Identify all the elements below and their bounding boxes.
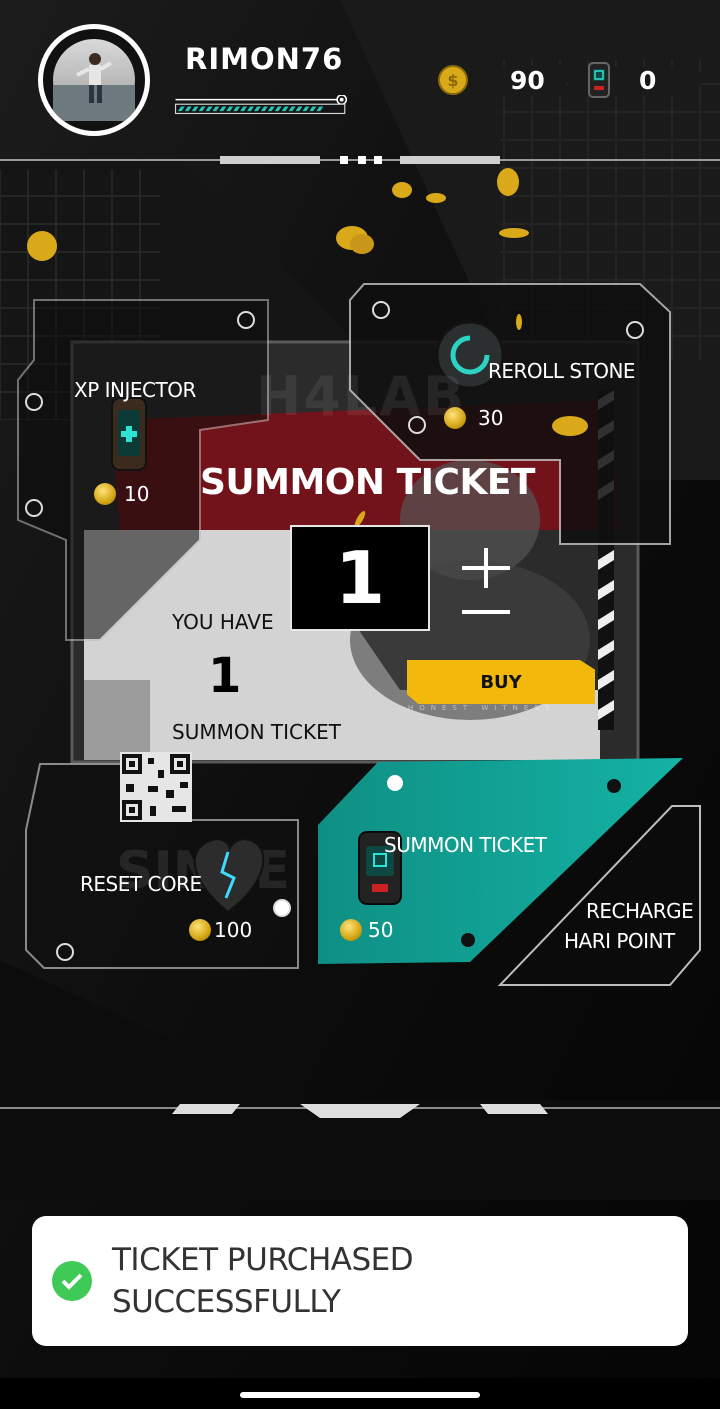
- minus-icon: [462, 610, 510, 614]
- username: RIMON76: [185, 42, 344, 76]
- xp-injector-label: XP INJECTOR: [74, 378, 196, 402]
- toast-line-2: SUCCESSFULLY: [112, 1284, 341, 1320]
- xp-fill-segment: [295, 106, 303, 112]
- xp-fill-segment: [254, 106, 261, 112]
- avatar-photo: [53, 39, 135, 121]
- check-circle-icon: [52, 1261, 92, 1301]
- recharge-label-line1: RECHARGE: [586, 899, 694, 923]
- xp-fill-segment: [247, 106, 254, 112]
- summon-ticket-card-price: 50: [368, 918, 394, 942]
- avatar[interactable]: [38, 24, 150, 136]
- quantity-display: 1: [290, 525, 430, 631]
- xp-fill-segment: [260, 106, 268, 112]
- increase-quantity-button[interactable]: [458, 548, 514, 588]
- xp-fill-segment: [177, 106, 185, 112]
- xp-fill-segment: [309, 106, 317, 112]
- ticket-count: 0: [639, 66, 657, 95]
- xp-fill-segment: [274, 106, 282, 112]
- xp-progress-bar: [174, 95, 348, 115]
- coin-icon: [340, 919, 362, 941]
- reroll-stone-price: 30: [478, 406, 504, 430]
- toast-message: TICKET PURCHASED SUCCESSFULLY: [112, 1239, 414, 1323]
- xp-fill-segment: [226, 106, 234, 112]
- reroll-stone-label: REROLL STONE: [488, 359, 636, 383]
- xp-injector-price: 10: [124, 482, 150, 506]
- coin-count: 90: [510, 66, 545, 95]
- summon-ticket-title: SUMMON TICKET: [200, 462, 536, 503]
- xp-fill-segment: [198, 106, 206, 112]
- coin-icon: [189, 919, 211, 941]
- plus-icon: [462, 548, 510, 588]
- xp-fill-segment: [219, 106, 227, 112]
- xp-fill-segment: [205, 106, 213, 112]
- success-toast: TICKET PURCHASED SUCCESSFULLY: [32, 1216, 688, 1346]
- xp-fill-segment: [212, 106, 220, 112]
- ticket-counter-bg: [566, 66, 704, 96]
- reset-core-price: 100: [214, 918, 253, 942]
- toast-line-1: TICKET PURCHASED: [112, 1242, 414, 1278]
- xp-fill-segment: [281, 106, 289, 112]
- xp-fill-segment: [288, 106, 296, 112]
- coin-icon: $: [438, 65, 468, 95]
- summon-ticket-card-label: SUMMON TICKET: [384, 833, 547, 857]
- buy-button[interactable]: BUY: [407, 660, 595, 704]
- reset-core-label: RESET CORE: [80, 872, 202, 896]
- decrease-quantity-button[interactable]: [458, 592, 514, 632]
- svg-text:$: $: [447, 71, 458, 90]
- xp-fill-segment: [267, 106, 275, 112]
- xp-fill-segment: [191, 106, 199, 112]
- owned-item-label: SUMMON TICKET: [172, 720, 341, 744]
- buy-caption: HONEST WITNESS: [408, 704, 556, 712]
- recharge-label-line2: HARI POINT: [564, 929, 675, 953]
- xp-fill-segment: [233, 106, 241, 112]
- xp-fill-segment: [316, 106, 324, 112]
- xp-fill-segment: [184, 106, 192, 112]
- owned-count: 1: [208, 648, 242, 704]
- owned-prefix: YOU HAVE: [172, 610, 274, 634]
- xp-fill-segment: [302, 106, 310, 112]
- home-gesture-bar[interactable]: [240, 1392, 480, 1398]
- summon-ticket-icon: [588, 62, 610, 98]
- xp-fill-segment: [240, 106, 248, 112]
- coin-icon: [94, 483, 116, 505]
- qr-code: [120, 752, 192, 822]
- brand-watermark: H4LAB: [256, 365, 467, 428]
- coin-icon: [444, 407, 466, 429]
